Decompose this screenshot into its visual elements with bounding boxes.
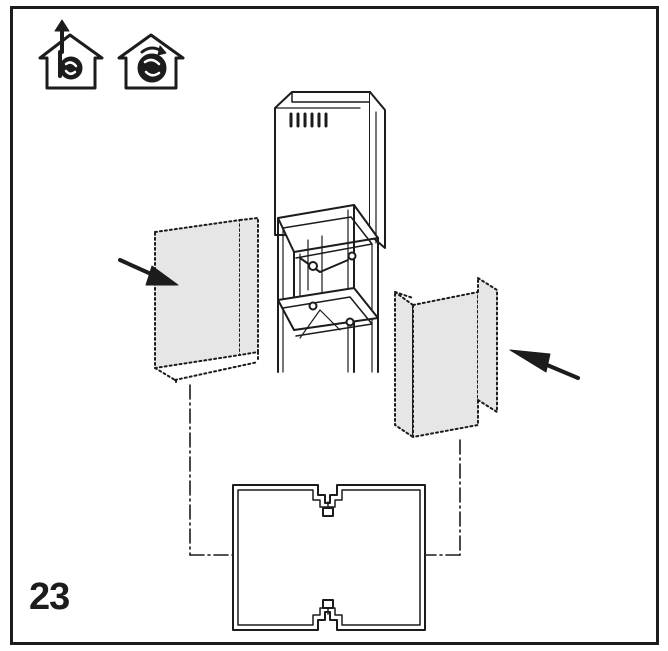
right-chimney-panel	[394, 277, 498, 438]
insert-arrow-left	[118, 258, 179, 286]
projection-lines	[189, 384, 461, 556]
left-chimney-panel	[154, 217, 259, 383]
recirculation-mode-icon	[117, 33, 185, 90]
hood-motor-unit	[274, 91, 386, 249]
step-number: 23	[29, 576, 70, 618]
insert-arrow-right	[509, 349, 580, 380]
ventilation-slots	[289, 112, 328, 128]
figure-frame	[10, 6, 659, 645]
chimney-cross-section	[232, 484, 426, 631]
ducted-mode-icon	[38, 19, 104, 90]
support-frame	[277, 204, 379, 373]
